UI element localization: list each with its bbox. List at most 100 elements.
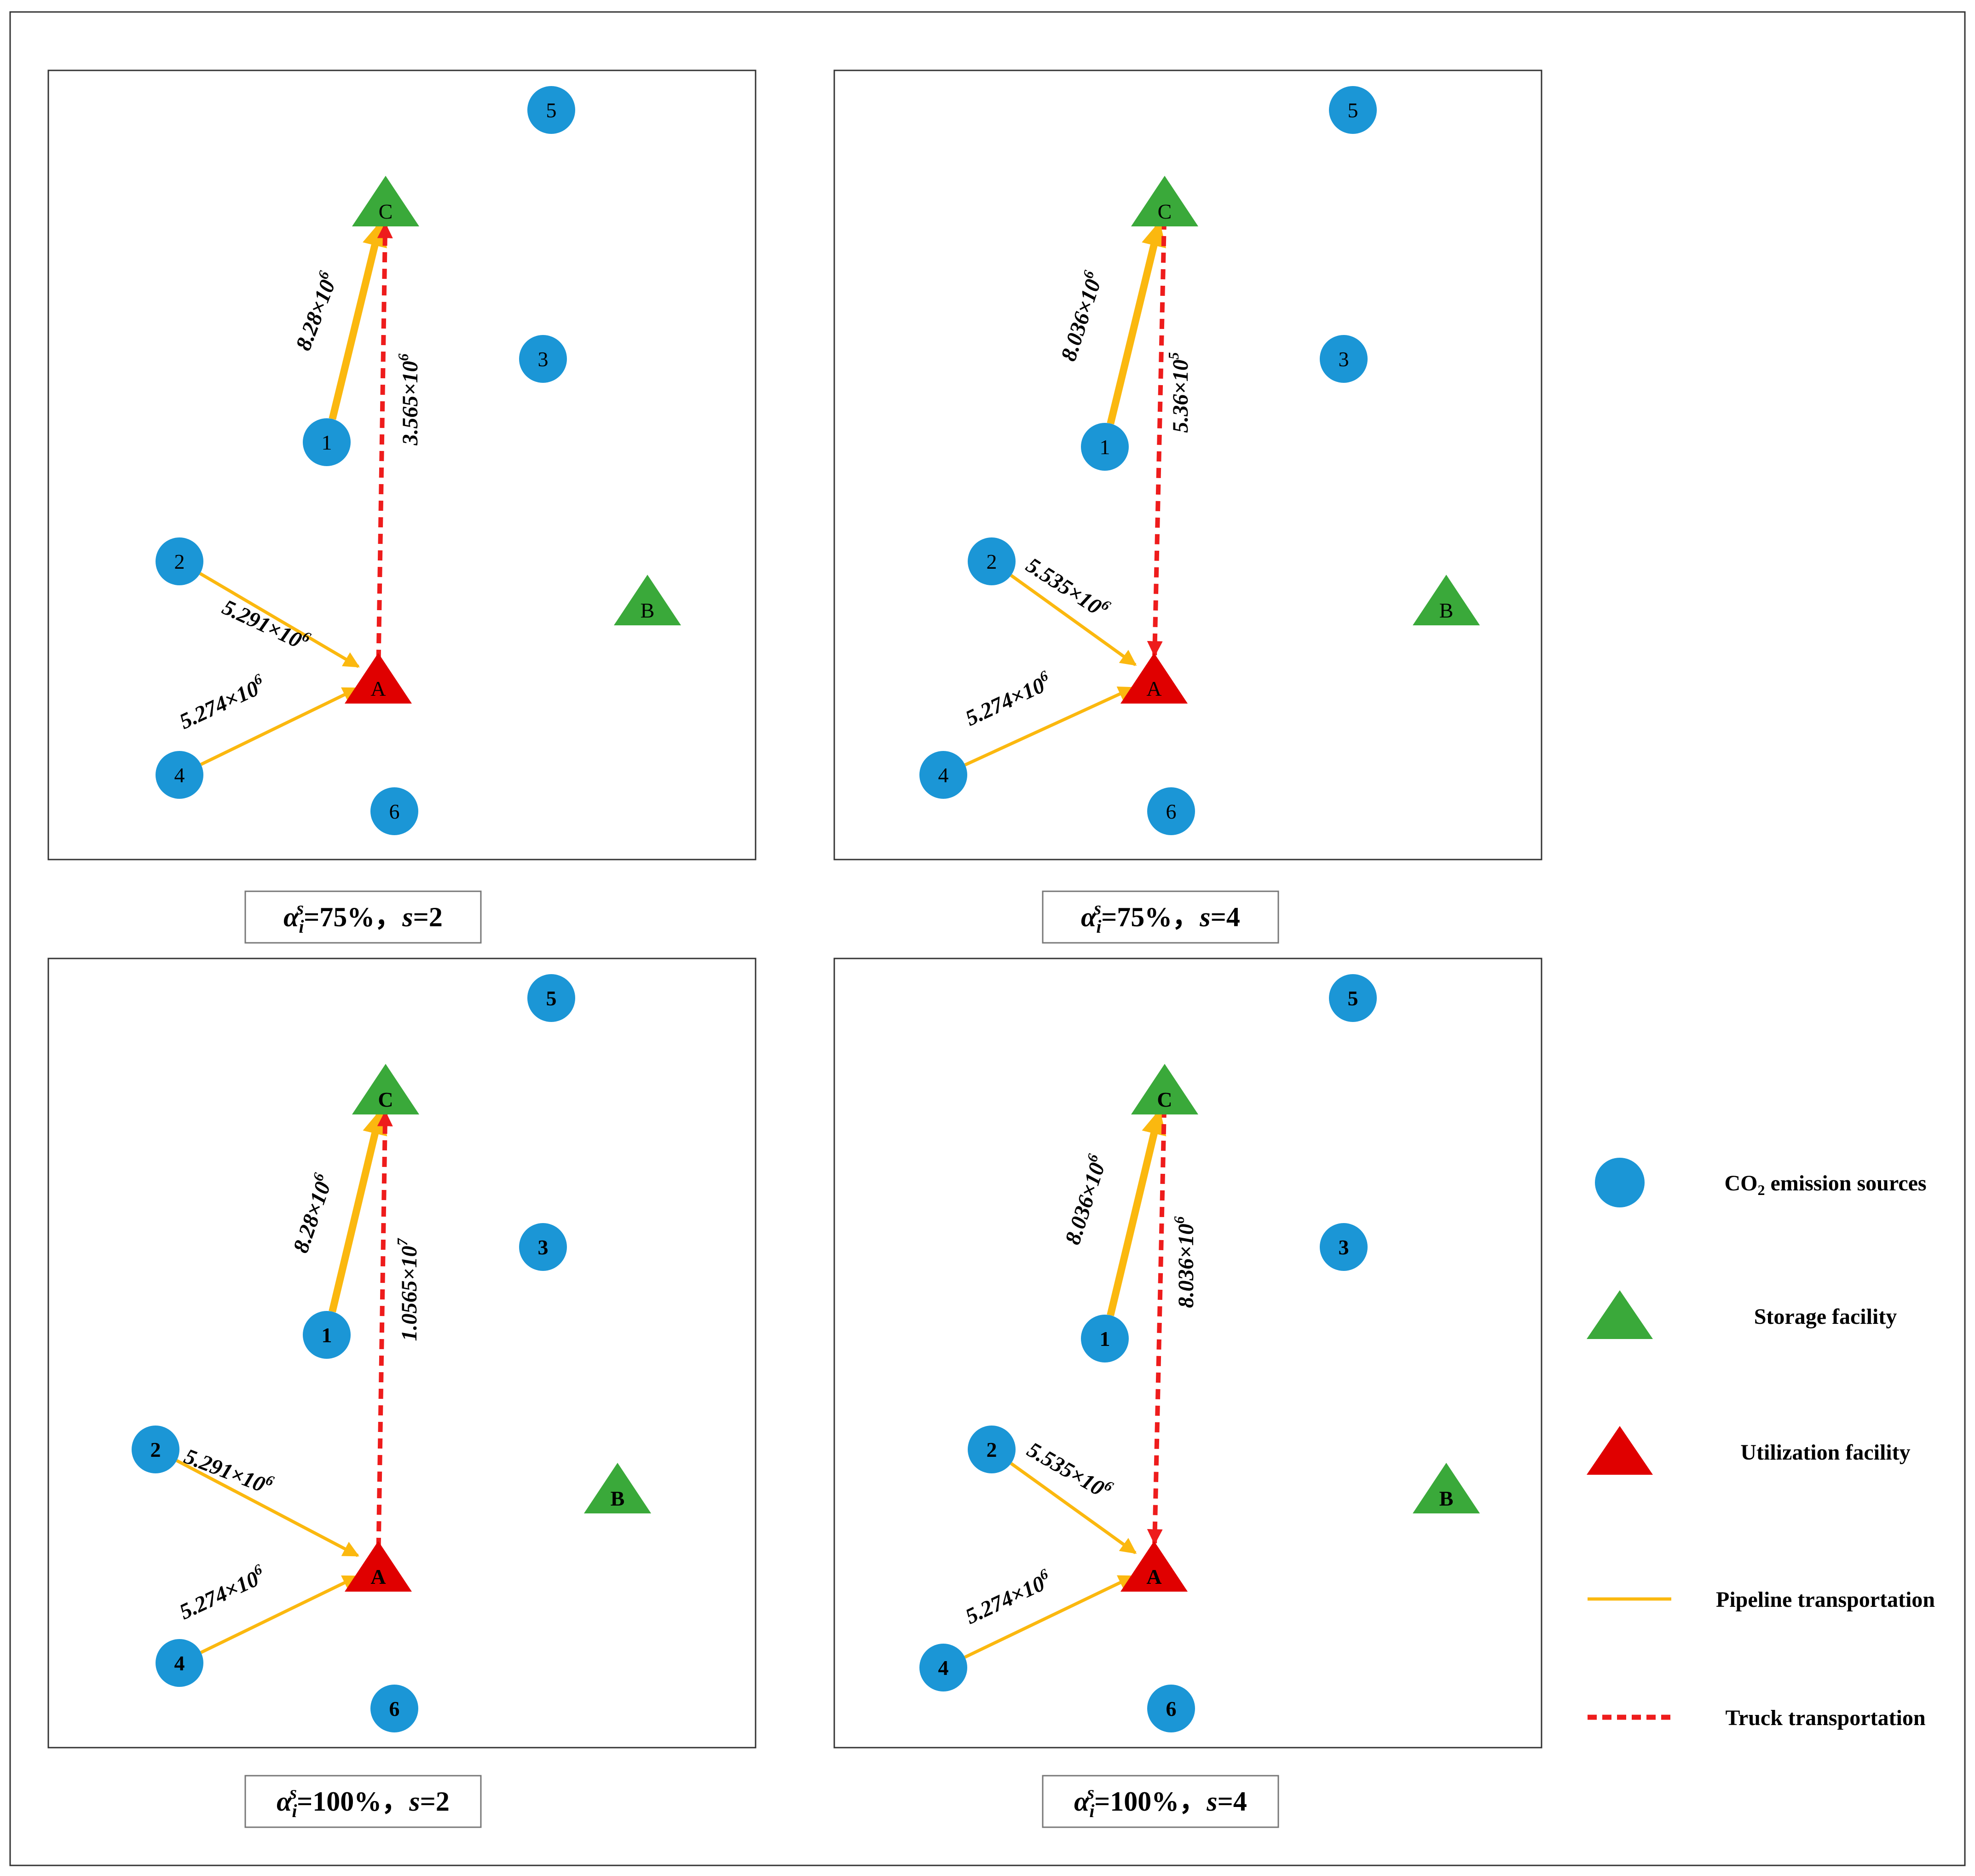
flow-exponent: 6 xyxy=(1171,1216,1187,1224)
source-label-1: 1 xyxy=(322,1323,332,1347)
truck-flow-C-to-A xyxy=(1147,1107,1167,1545)
storage-label-C: C xyxy=(379,200,393,223)
storage-label-B: B xyxy=(1439,1487,1454,1510)
caption-alpha: α xyxy=(1074,1786,1090,1817)
source-label-4: 4 xyxy=(938,763,949,787)
caption-alpha-value: =100%， xyxy=(1094,1786,1207,1817)
panel-caption-3: αis=100%，s=2 xyxy=(277,1782,450,1821)
emission-source-1 xyxy=(1081,1315,1129,1362)
utilization-label-A: A xyxy=(370,1565,386,1588)
source-label-2: 2 xyxy=(174,550,185,573)
emission-source-5 xyxy=(527,974,575,1022)
utilization-facility-A xyxy=(345,1541,412,1592)
pipeline-flow-4-to-A xyxy=(964,686,1135,767)
panel-3: 8.28×1061.0565×1075.291×1065.274×1061234… xyxy=(47,958,757,1749)
legend-truck-label: Truck transportation xyxy=(1725,1706,1925,1730)
caption-alpha-value: =100%， xyxy=(297,1786,409,1817)
utilization-facility-A xyxy=(345,653,412,704)
storage-label-C: C xyxy=(1157,1088,1172,1111)
legend-utilization-icon xyxy=(1587,1426,1653,1475)
source-label-2: 2 xyxy=(987,1438,997,1461)
panel-4: 8.036×1068.036×1065.535×1065.274×1061234… xyxy=(833,958,1542,1749)
storage-label-B: B xyxy=(611,1487,625,1510)
flow-exponent: 7 xyxy=(394,1237,410,1246)
storage-facility-B xyxy=(614,575,681,625)
emission-source-2 xyxy=(132,1426,179,1473)
legend-utilization-label: Utilization facility xyxy=(1740,1440,1910,1465)
truck-flow-C-to-A xyxy=(1147,219,1167,657)
caption-s-value: =2 xyxy=(413,902,443,932)
storage-facility-B xyxy=(584,1463,651,1513)
emission-source-4 xyxy=(919,1644,967,1691)
panel-caption-2: αis=75%，s=4 xyxy=(1081,898,1240,937)
emission-source-5 xyxy=(1329,974,1377,1022)
flow-value: 1.0565×10 xyxy=(397,1246,422,1341)
emission-source-3 xyxy=(519,1223,567,1271)
pipeline-flow-2-to-A xyxy=(199,572,360,668)
panel-frame xyxy=(47,69,757,860)
utilization-facility-A xyxy=(1120,1541,1188,1592)
utilization-facility-A xyxy=(1120,653,1188,704)
storage-label-B: B xyxy=(641,599,655,622)
emission-source-6 xyxy=(370,787,418,835)
source-label-4: 4 xyxy=(938,1656,949,1680)
caption-box-2 xyxy=(1042,890,1279,944)
caption-subscript: i xyxy=(292,1801,297,1821)
source-label-3: 3 xyxy=(1339,1235,1349,1259)
pipeline-flow-1-to-C xyxy=(1107,1109,1167,1316)
caption-superscript: s xyxy=(1093,898,1101,918)
source-label-6: 6 xyxy=(389,800,400,823)
flow-exponent: 5 xyxy=(1165,352,1182,359)
source-label-6: 6 xyxy=(1166,800,1177,823)
caption-superscript: s xyxy=(1086,1782,1094,1803)
flow-value: 8.036×10 xyxy=(1174,1224,1198,1308)
legend-storage-label: Storage facility xyxy=(1754,1305,1897,1329)
source-label-3: 3 xyxy=(1339,347,1349,371)
caption-alpha-value: =75%， xyxy=(304,902,402,932)
source-label-5: 5 xyxy=(1348,98,1358,122)
flow-label-A-C: 1.0565×107 xyxy=(394,1237,422,1341)
caption-alpha-value: =75%， xyxy=(1101,902,1200,932)
caption-s-value: =4 xyxy=(1218,1786,1247,1817)
legend-co: CO xyxy=(1724,1171,1757,1195)
caption-alpha: α xyxy=(277,1786,292,1817)
legend-source-icon xyxy=(1595,1158,1645,1207)
flow-exponent: 6 xyxy=(395,353,411,361)
panel-frame xyxy=(833,958,1542,1749)
legend-source-label: CO2 emission sources xyxy=(1724,1171,1926,1198)
emission-source-2 xyxy=(156,537,203,585)
source-label-5: 5 xyxy=(1348,987,1358,1010)
emission-source-4 xyxy=(156,1639,203,1687)
storage-facility-B xyxy=(1413,575,1480,625)
flow-label-A-C: 3.565×106 xyxy=(395,353,422,445)
flow-value: 5.36×10 xyxy=(1168,359,1193,433)
legend-pipeline-label: Pipeline transportation xyxy=(1716,1587,1935,1612)
emission-source-2 xyxy=(968,537,1016,585)
truck-flow-A-to-C xyxy=(376,222,393,660)
source-label-3: 3 xyxy=(538,347,549,371)
storage-facility-C xyxy=(1131,176,1198,226)
emission-source-5 xyxy=(1329,86,1377,134)
caption-alpha: α xyxy=(283,902,299,932)
source-label-1: 1 xyxy=(1100,1327,1110,1351)
caption-subscript: i xyxy=(299,916,304,937)
source-label-5: 5 xyxy=(546,987,557,1010)
source-label-4: 4 xyxy=(174,763,185,787)
pipeline-flow-2-to-A xyxy=(1010,1462,1137,1554)
storage-label-C: C xyxy=(378,1088,393,1111)
panel-2: 8.036×1065.36×1055.535×1065.274×10612345… xyxy=(833,69,1542,860)
caption-superscript: s xyxy=(289,1782,297,1803)
caption-s-value: =2 xyxy=(420,1786,450,1817)
storage-label-B: B xyxy=(1439,599,1454,622)
emission-source-1 xyxy=(303,418,351,466)
pipeline-flow-4-to-A xyxy=(200,1575,359,1654)
storage-facility-B xyxy=(1413,1463,1480,1513)
storage-facility-C xyxy=(352,176,419,226)
source-label-3: 3 xyxy=(538,1235,549,1259)
caption-subscript: i xyxy=(1096,916,1101,937)
caption-box-3 xyxy=(244,1775,482,1828)
